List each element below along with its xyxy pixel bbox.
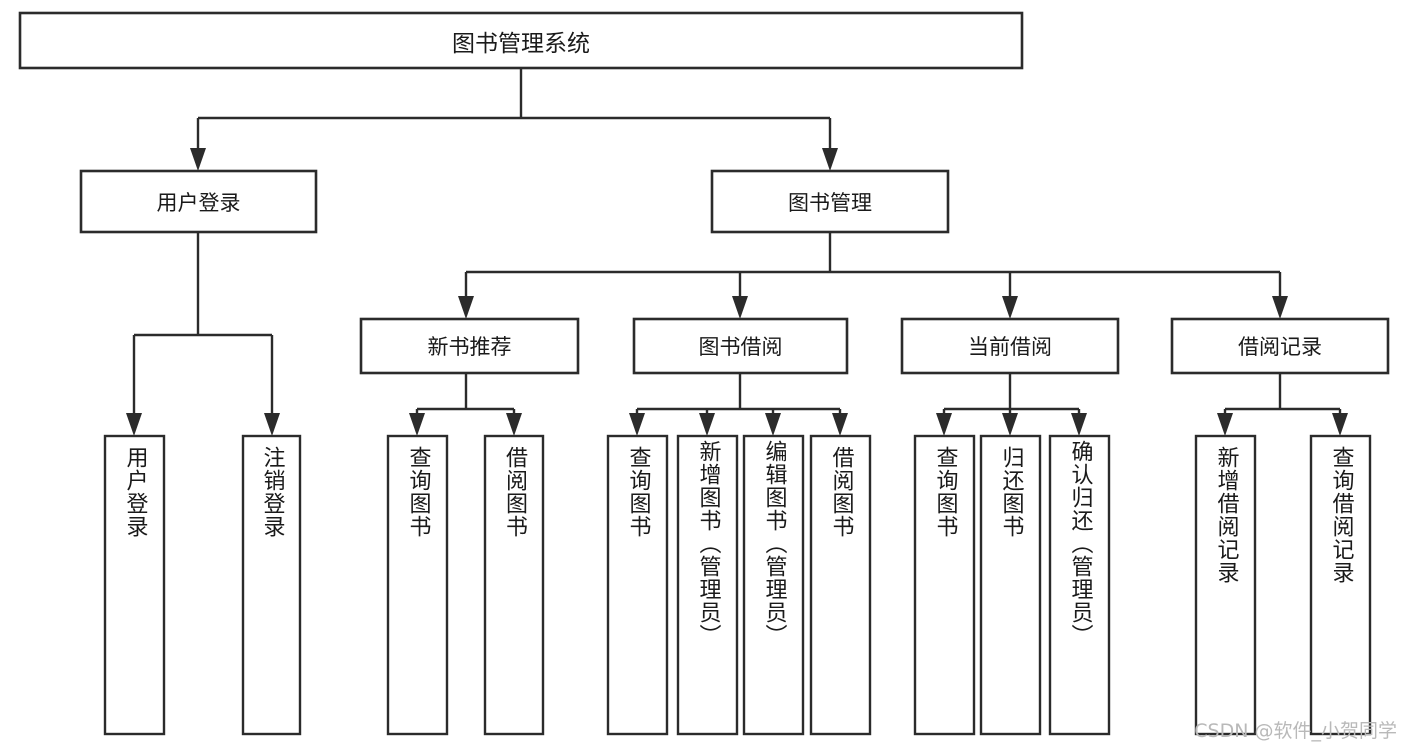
arrow-head-leaf-query-book-3 bbox=[936, 413, 952, 436]
arrow-head-leaf-edit-book bbox=[765, 413, 781, 436]
arrow-head-leaf-query-book-1 bbox=[409, 413, 425, 436]
connector-root-to-level2 bbox=[190, 68, 838, 171]
arrow-head-leaf-return-book bbox=[1002, 413, 1018, 436]
node-leaf-query-record-box[interactable] bbox=[1309, 434, 1372, 736]
connector-book-manage-to-level3 bbox=[458, 232, 1288, 319]
arrow-head-book-manage bbox=[822, 148, 838, 171]
node-leaf-edit-book-box[interactable] bbox=[742, 434, 805, 736]
arrow-head-leaf-borrow-book-1 bbox=[506, 413, 522, 436]
node-current-borrow-box[interactable] bbox=[900, 317, 1120, 375]
arrow-head-borrow-record bbox=[1272, 296, 1288, 319]
node-leaf-query-book-1-box[interactable] bbox=[386, 434, 449, 736]
arrow-head-leaf-add-book bbox=[699, 413, 715, 436]
node-borrow-record-box[interactable] bbox=[1170, 317, 1390, 375]
node-leaf-confirm-return-box[interactable] bbox=[1048, 434, 1111, 736]
node-leaf-user-login-box[interactable] bbox=[103, 434, 166, 736]
node-leaf-add-record-box[interactable] bbox=[1194, 434, 1257, 736]
arrow-head-current-borrow bbox=[1002, 296, 1018, 319]
connector-user-login-to-leaves bbox=[126, 232, 280, 436]
arrow-head-leaf-query-record bbox=[1332, 413, 1348, 436]
node-leaf-query-book-2-box[interactable] bbox=[606, 434, 669, 736]
arrow-head-leaf-query-book-2 bbox=[629, 413, 645, 436]
connector-current-borrow-to-leaves bbox=[936, 373, 1087, 436]
node-leaf-add-book-box[interactable] bbox=[676, 434, 739, 736]
arrow-head-user-login bbox=[190, 148, 206, 171]
node-leaf-query-book-3-box[interactable] bbox=[913, 434, 976, 736]
node-leaf-logout-login-box[interactable] bbox=[241, 434, 302, 736]
node-user-login-box[interactable] bbox=[79, 169, 318, 234]
arrow-head-book-borrow bbox=[732, 296, 748, 319]
arrow-head-leaf-logout-login bbox=[264, 413, 280, 436]
arrow-head-leaf-user-login bbox=[126, 413, 142, 436]
node-leaf-borrow-book-1-box[interactable] bbox=[483, 434, 545, 736]
node-book-manage-box[interactable] bbox=[710, 169, 950, 234]
node-leaf-borrow-book-2-box[interactable] bbox=[809, 434, 872, 736]
arrow-head-leaf-confirm-return bbox=[1071, 413, 1087, 436]
node-book-borrow-box[interactable] bbox=[632, 317, 849, 375]
arrow-head-leaf-add-record bbox=[1217, 413, 1233, 436]
node-root-box[interactable] bbox=[18, 11, 1024, 70]
connector-new-book-recommend-to-leaves bbox=[409, 373, 522, 436]
node-leaf-return-book-box[interactable] bbox=[979, 434, 1042, 736]
connector-borrow-record-to-leaves bbox=[1217, 373, 1348, 436]
node-new-book-recommend-box[interactable] bbox=[359, 317, 580, 375]
connector-book-borrow-to-leaves bbox=[629, 373, 848, 436]
arrow-head-leaf-borrow-book-2 bbox=[832, 413, 848, 436]
watermark-label: CSDN @软件_小贺同学 bbox=[1194, 720, 1397, 742]
arrow-head-new-book-recommend bbox=[458, 296, 474, 319]
